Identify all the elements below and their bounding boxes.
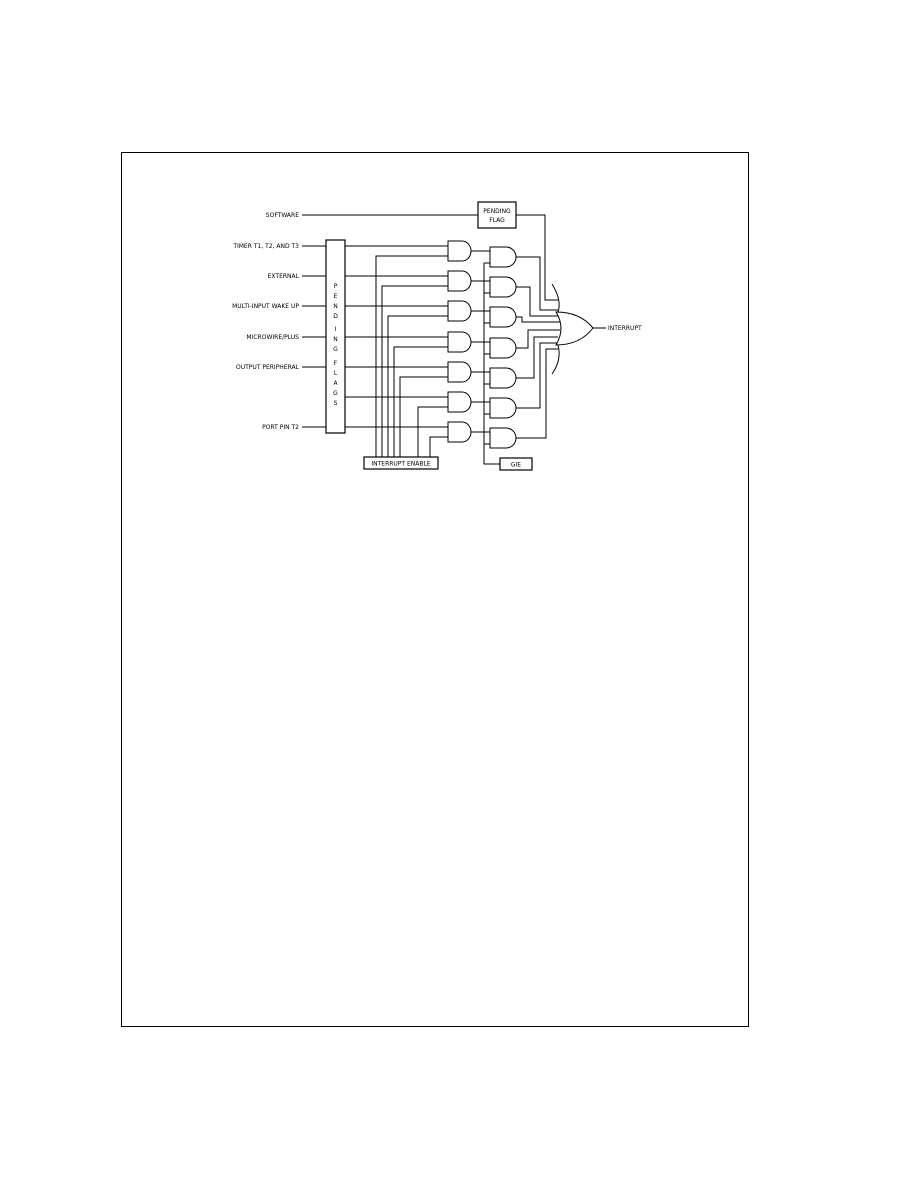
figure-frame — [121, 152, 749, 1027]
pending-letter: E — [334, 293, 338, 300]
wire-enable-0 — [375, 255, 448, 457]
wire-and2-or — [516, 329, 560, 349]
pending-letter: G — [333, 346, 338, 353]
input-label-wakeup: MULTI-INPUT WAKE UP — [232, 303, 299, 310]
and-gates-column-1 — [447, 240, 472, 443]
pending-letter: A — [333, 380, 338, 387]
and-gate — [489, 276, 517, 298]
wire-and2-or — [516, 256, 558, 311]
pending-letter: P — [334, 283, 338, 290]
and-gate — [489, 367, 517, 389]
wire-enable-2 — [387, 315, 448, 457]
and-gate — [489, 246, 517, 268]
and-gate — [447, 391, 472, 413]
and-gate — [447, 300, 472, 322]
input-label-external: EXTERNAL — [268, 273, 300, 280]
input-label-software: SOFTWARE — [266, 212, 299, 219]
and-gates-column-2 — [489, 246, 517, 449]
and-gate — [489, 397, 517, 419]
input-label-output-peripheral: OUTPUT PERIPHERAL — [236, 364, 300, 371]
and-gate — [447, 240, 472, 262]
and-gate — [447, 361, 472, 383]
pending-letter: N — [333, 303, 338, 310]
wire-enable-5 — [417, 406, 448, 457]
wire-enable-3 — [393, 346, 448, 457]
pending-letter: S — [334, 400, 338, 407]
or-input-extension-bottom — [551, 344, 560, 375]
pending-letter: N — [333, 336, 338, 343]
and-gate — [447, 270, 472, 292]
and-gate — [447, 331, 472, 353]
wire-and2-or — [516, 316, 560, 323]
and-gate — [447, 421, 472, 443]
gie-label: GIE — [511, 462, 521, 469]
interrupt-enable-box — [363, 456, 439, 470]
wire-and2-or — [516, 336, 558, 379]
wire-enable-1 — [381, 285, 448, 457]
pending-flag-box-line2: FLAG — [489, 217, 505, 224]
input-label-port-pin: PORT PIN T2 — [262, 424, 299, 431]
and-gate — [489, 337, 517, 359]
pending-letter: F — [334, 360, 338, 367]
wire-gie-bus — [483, 263, 500, 465]
and-gate — [489, 306, 517, 328]
wire-software-to-or — [516, 214, 558, 301]
wire-and2-or — [516, 286, 558, 317]
gie-box — [499, 457, 533, 471]
or-input-extension-top — [551, 283, 560, 313]
or-gate — [555, 311, 594, 346]
pending-flags-letters: P E N D I N G F L A G S — [333, 283, 338, 407]
wire-enable-4 — [399, 376, 448, 457]
wire-and2-or — [516, 342, 558, 409]
pending-letter: D — [333, 313, 338, 320]
input-label-timers: TIMER T1, T2, AND T3 — [232, 243, 299, 250]
pending-letter: G — [333, 390, 338, 397]
interrupt-enable-label: INTERRUPT ENABLE — [371, 461, 430, 468]
pending-letter: I — [335, 326, 337, 333]
wire-and2-or — [516, 348, 558, 439]
output-label-interrupt: INTERRUPT — [608, 325, 642, 332]
pending-flag-box — [477, 201, 517, 229]
pending-flag-box-line1: PENDING — [483, 208, 511, 215]
pending-letter: L — [334, 370, 338, 377]
and-gate — [489, 427, 517, 449]
wire-enable-6 — [429, 436, 448, 457]
input-label-microwire: MICROWIRE/PLUS — [246, 334, 299, 341]
